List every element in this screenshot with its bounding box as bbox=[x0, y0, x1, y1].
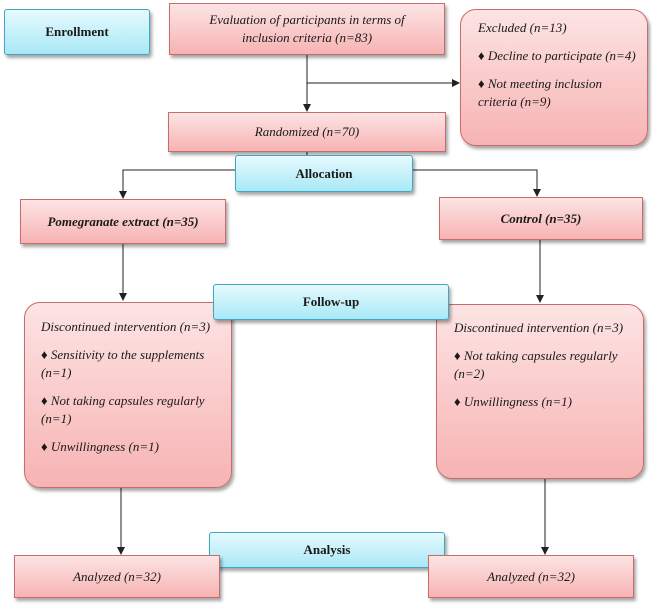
control-discontinued-box: Discontinued intervention (n=3) ♦ Not ta… bbox=[436, 304, 644, 479]
stage-follow-up: Follow-up bbox=[213, 284, 449, 320]
intervention-discontinued-title: Discontinued intervention (n=3) bbox=[41, 319, 211, 334]
randomized-box: Randomized (n=70) bbox=[168, 112, 446, 152]
intervention-analyzed-text: Analyzed (n=32) bbox=[73, 568, 161, 584]
control-analyzed-box: Analyzed (n=32) bbox=[428, 555, 634, 598]
excluded-item: ♦ Not meeting inclusion criteria (n=9) bbox=[478, 76, 602, 109]
evaluation-text: Evaluation of participants in terms of i… bbox=[209, 12, 405, 45]
intervention-arm-label: Pomegranate extract (n=35) bbox=[47, 213, 199, 229]
intervention-reason: ♦ Not taking capsules regularly (n=1) bbox=[41, 393, 205, 426]
stage-enrollment: Enrollment bbox=[4, 9, 150, 55]
intervention-reason: ♦ Unwillingness (n=1) bbox=[41, 439, 159, 454]
excluded-title: Excluded (n=13) bbox=[478, 20, 567, 35]
control-arm-box: Control (n=35) bbox=[439, 197, 643, 240]
stage-allocation: Allocation bbox=[235, 155, 413, 192]
stage-enrollment-label: Enrollment bbox=[45, 24, 109, 39]
control-reason: ♦ Not taking capsules regularly (n=2) bbox=[454, 348, 618, 381]
control-arm-label: Control (n=35) bbox=[500, 210, 582, 226]
excluded-box: Excluded (n=13) ♦ Decline to participate… bbox=[460, 9, 648, 146]
stage-analysis-label: Analysis bbox=[303, 542, 351, 557]
randomized-text: Randomized (n=70) bbox=[254, 124, 360, 139]
stage-allocation-label: Allocation bbox=[295, 165, 353, 181]
stage-analysis: Analysis bbox=[209, 532, 445, 568]
intervention-arm-box: Pomegranate extract (n=35) bbox=[20, 199, 226, 244]
intervention-analyzed-box: Analyzed (n=32) bbox=[14, 555, 220, 598]
evaluation-box: Evaluation of participants in terms of i… bbox=[169, 3, 445, 55]
excluded-item: ♦ Decline to participate (n=4) bbox=[478, 48, 636, 63]
control-discontinued-title: Discontinued intervention (n=3) bbox=[454, 320, 624, 335]
intervention-discontinued-box: Discontinued intervention (n=3) ♦ Sensit… bbox=[24, 302, 232, 488]
intervention-reason: ♦ Sensitivity to the supplements (n=1) bbox=[41, 347, 205, 380]
control-analyzed-text: Analyzed (n=32) bbox=[487, 568, 575, 584]
control-reason: ♦ Unwillingness (n=1) bbox=[454, 394, 572, 409]
stage-follow-up-label: Follow-up bbox=[302, 294, 360, 309]
